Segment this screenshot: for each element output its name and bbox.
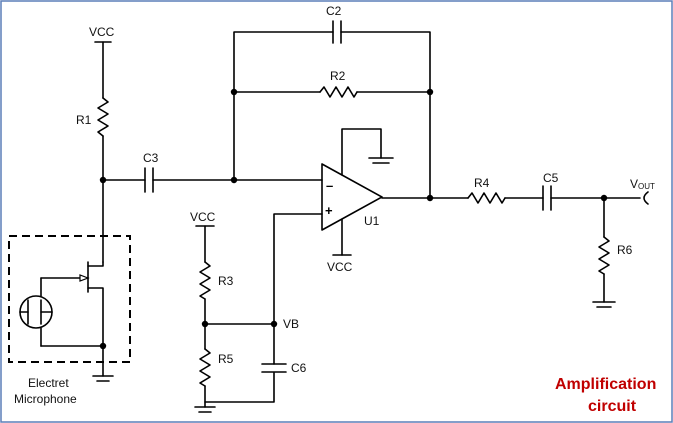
label-r5: R5 [218,352,234,366]
wire-noninverting [273,213,323,325]
resistor-r2 [319,86,358,98]
vout-terminal [643,191,649,205]
resistor-r1 [97,97,109,137]
label-r6: R6 [617,243,633,257]
label-u1: U1 [364,214,380,228]
opamp-u1 [321,163,383,231]
capacitor-c3 [144,167,154,193]
title-line1: Amplification [555,376,656,393]
label-mic-line2: Microphone [14,392,77,406]
label-vcc-opamp: VCC [327,260,353,274]
label-c6: C6 [291,361,307,375]
microphone-capsule-icon [19,277,53,347]
capacitor-c2 [332,20,342,44]
ground-symbol-opamp [368,157,394,164]
label-mic-line1: Electret [28,376,69,390]
label-vcc-mid: VCC [190,210,216,224]
label-r2: R2 [330,69,346,83]
label-c2: C2 [326,4,342,18]
wire-feedback-right [340,31,431,199]
resistor-r5 [199,348,211,387]
microphone-box [8,235,131,363]
label-r3: R3 [218,274,234,288]
ground-symbol-r6 [592,301,616,308]
junction-output [426,194,434,202]
resistor-r4 [467,192,506,204]
label-vb: VB [283,317,299,331]
wire-feedback-left [233,31,334,181]
ground-symbol-mic [92,375,114,382]
label-c5: C5 [543,171,559,185]
jfet-transistor [40,261,104,347]
vcc-top-supply [94,41,112,99]
wire-r5-ground [204,372,275,403]
resistor-r6 [598,236,610,275]
resistor-r3 [199,261,211,300]
label-r1: R1 [76,113,92,127]
label-c3: C3 [143,151,159,165]
capacitor-c6 [261,363,287,373]
label-r4: R4 [474,176,490,190]
label-noninverting-sign: + [325,203,333,218]
title-line2: circuit [588,398,637,415]
label-vout: VOUT [630,177,655,191]
wire-opamp-ground [341,128,382,176]
ground-symbol-bias [194,401,216,413]
capacitor-c5 [542,185,552,211]
label-vcc-top: VCC [89,25,115,39]
label-inverting-sign: – [326,178,333,193]
